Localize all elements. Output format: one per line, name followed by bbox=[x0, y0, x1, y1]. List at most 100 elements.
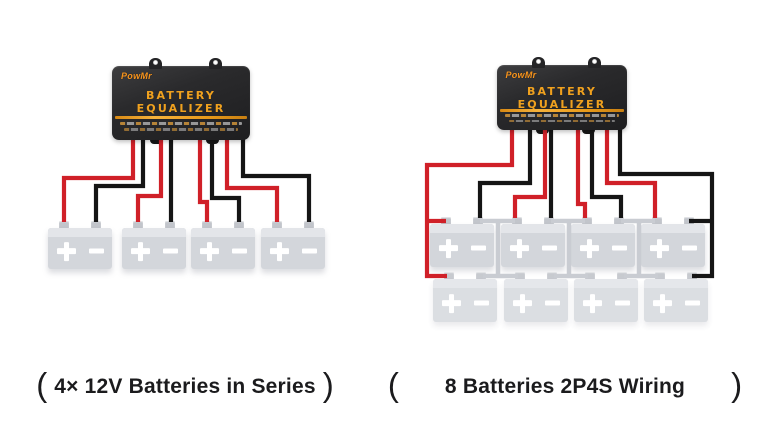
battery bbox=[430, 217, 494, 267]
battery-top-strip bbox=[501, 224, 565, 233]
positive-terminal bbox=[202, 221, 212, 229]
minus-symbol bbox=[470, 244, 486, 251]
battery-top-strip bbox=[574, 279, 638, 288]
positive-terminal bbox=[585, 272, 595, 280]
battery-equalizer-device-right: PowMr BATTERY EQUALIZER bbox=[497, 57, 627, 130]
fine-print-line bbox=[124, 128, 238, 131]
battery-body bbox=[571, 224, 635, 267]
negative-terminal bbox=[544, 217, 554, 225]
red-wire bbox=[135, 134, 164, 222]
plus-symbol bbox=[652, 293, 672, 313]
screw-hole bbox=[153, 60, 159, 65]
plus-symbol bbox=[441, 293, 461, 313]
plus-symbol bbox=[649, 238, 669, 258]
battery bbox=[641, 217, 705, 267]
battery-body bbox=[430, 224, 494, 267]
minus-symbol bbox=[473, 299, 489, 306]
negative-terminal bbox=[91, 221, 101, 229]
caption-close-paren: ) bbox=[322, 365, 334, 403]
minus-symbol bbox=[614, 299, 630, 306]
caption-close-paren: ) bbox=[731, 365, 743, 403]
battery-body bbox=[504, 279, 568, 322]
battery-top-strip bbox=[191, 228, 255, 237]
fine-print-line bbox=[504, 114, 620, 117]
battery-top-strip bbox=[571, 224, 635, 233]
negative-terminal bbox=[547, 272, 557, 280]
mounting-ear-icon bbox=[149, 58, 163, 69]
minus-symbol bbox=[301, 247, 317, 254]
brand-logo: PowMr bbox=[505, 69, 537, 80]
battery-top-strip bbox=[48, 228, 112, 237]
red-wire bbox=[224, 134, 280, 222]
minus-symbol bbox=[541, 244, 557, 251]
plus-symbol bbox=[56, 241, 76, 261]
battery-equalizer-device-left: PowMr BATTERY EQUALIZER bbox=[112, 58, 250, 140]
red-wire bbox=[197, 134, 210, 222]
minus-symbol bbox=[684, 299, 700, 306]
caption-open-paren: ( bbox=[36, 365, 48, 403]
positive-terminal bbox=[515, 272, 525, 280]
accent-stripe bbox=[115, 115, 247, 119]
battery-body bbox=[191, 228, 255, 269]
caption-text: 4× 12V Batteries in Series bbox=[54, 375, 316, 398]
battery-body bbox=[122, 228, 186, 269]
minus-symbol bbox=[88, 247, 104, 254]
black-wire bbox=[240, 134, 312, 222]
battery-top-strip bbox=[433, 279, 497, 288]
plus-symbol bbox=[130, 241, 150, 261]
fine-print-line bbox=[120, 122, 242, 125]
screw-hole bbox=[536, 59, 542, 64]
battery bbox=[122, 221, 186, 269]
battery-top-strip bbox=[122, 228, 186, 237]
black-wire bbox=[589, 124, 624, 218]
positive-terminal bbox=[512, 217, 522, 225]
mounting-ear-icon bbox=[208, 58, 222, 69]
screw-hole bbox=[212, 60, 218, 65]
plus-symbol bbox=[582, 293, 602, 313]
battery bbox=[644, 272, 708, 322]
negative-terminal bbox=[165, 221, 175, 229]
plus-symbol bbox=[509, 238, 529, 258]
battery bbox=[504, 272, 568, 322]
battery bbox=[501, 217, 565, 267]
black-wire bbox=[93, 134, 146, 222]
battery bbox=[574, 272, 638, 322]
battery-top-strip bbox=[641, 224, 705, 233]
caption-left: ( 4× 12V Batteries in Series ) bbox=[20, 366, 350, 408]
red-wire bbox=[575, 124, 588, 218]
red-wire bbox=[512, 124, 548, 218]
battery bbox=[48, 221, 112, 269]
screw-hole bbox=[592, 59, 597, 64]
caption-right: ( 8 Batteries 2P4S Wiring ) bbox=[388, 366, 742, 408]
caption-text: 8 Batteries 2P4S Wiring bbox=[444, 375, 686, 398]
accent-stripe bbox=[500, 108, 624, 112]
device-label: BATTERY EQUALIZER bbox=[136, 88, 226, 115]
positive-terminal bbox=[272, 221, 282, 229]
battery-body bbox=[644, 279, 708, 322]
wire-grommet bbox=[582, 127, 595, 134]
battery bbox=[433, 272, 497, 322]
negative-terminal bbox=[234, 221, 244, 229]
battery bbox=[191, 221, 255, 269]
battery bbox=[571, 217, 635, 267]
minus-symbol bbox=[611, 244, 627, 251]
mounting-ear-icon bbox=[532, 57, 546, 68]
negative-terminal bbox=[304, 221, 314, 229]
plus-symbol bbox=[512, 293, 532, 313]
minus-symbol bbox=[544, 299, 560, 306]
battery-top-strip bbox=[430, 224, 494, 233]
device-label: BATTERY EQUALIZER bbox=[517, 85, 607, 112]
battery-top-strip bbox=[504, 279, 568, 288]
plus-symbol bbox=[269, 241, 289, 261]
plus-symbol bbox=[579, 238, 599, 258]
positive-terminal bbox=[59, 221, 69, 229]
battery-body bbox=[433, 279, 497, 322]
fine-print-line bbox=[508, 119, 616, 122]
battery-body bbox=[641, 224, 705, 267]
brand-logo: PowMr bbox=[120, 71, 152, 82]
battery-top-strip bbox=[261, 228, 325, 237]
plus-symbol bbox=[438, 238, 458, 258]
plus-symbol bbox=[199, 241, 219, 261]
caption-open-paren: ( bbox=[387, 365, 399, 403]
